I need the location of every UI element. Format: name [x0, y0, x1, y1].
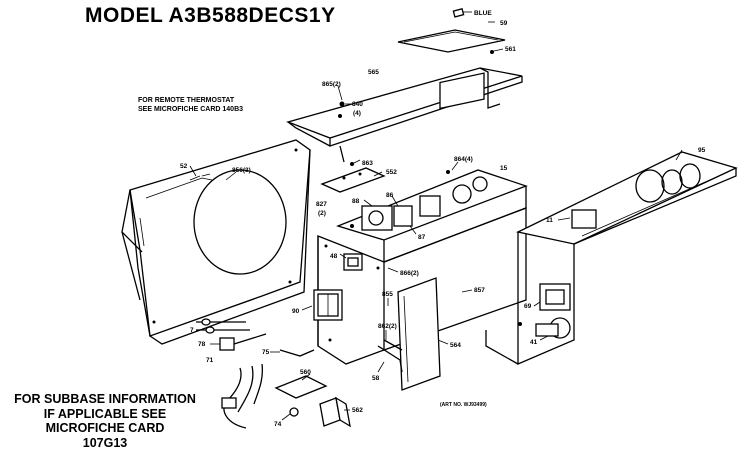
callout-15: 15: [500, 165, 508, 172]
callout-865-2: 865(2): [322, 81, 341, 88]
remote-thermostat-note-line1: FOR REMOTE THERMOSTAT: [138, 97, 235, 104]
callout-75: 75: [262, 349, 270, 356]
subbase-note: FOR SUBBASE INFORMATION IF APPLICABLE SE…: [0, 392, 210, 450]
callout-864-4: 864(4): [454, 156, 473, 163]
callout-52: 52: [180, 163, 188, 170]
subbase-note-line1: FOR SUBBASE INFORMATION: [14, 392, 196, 406]
plate-part-560: [274, 375, 328, 399]
part-callouts: BLUE 59 561 565 865(2) 840 (4) 52 856(3)…: [180, 10, 706, 428]
callout-862-2: 862(2): [378, 323, 397, 330]
cover-panel-part-59: [397, 8, 506, 54]
callout-562: 562: [352, 407, 363, 414]
callout-87: 87: [418, 234, 426, 241]
callout-565: 565: [368, 69, 379, 76]
callout-41: 41: [530, 339, 538, 346]
base-pan-assembly: [485, 151, 738, 365]
fastener-part-69: [289, 407, 299, 417]
callout-78: 78: [198, 341, 206, 348]
subbase-note-line2: IF APPLICABLE SEE: [43, 406, 167, 421]
access-cover-part-564: [397, 277, 441, 391]
callout-95: 95: [698, 147, 706, 154]
callout-blue: BLUE: [474, 10, 492, 17]
remote-thermostat-note: FOR REMOTE THERMOSTAT SEE MICROFICHE CAR…: [138, 96, 243, 114]
callout-561: 561: [505, 46, 516, 53]
callout-86: 86: [386, 192, 394, 199]
callout-863: 863: [362, 160, 373, 167]
subbase-note-line3: MICROFICHE CARD: [45, 421, 165, 435]
callout-855: 855: [382, 291, 393, 298]
art-number: (ART NO. WJ93499): [440, 402, 487, 408]
subbase-note-line4: 107G13: [82, 435, 128, 450]
callout-74: 74: [274, 421, 282, 428]
leader-lines: [189, 85, 683, 421]
capacitor-part-90: [313, 289, 343, 321]
callout-827: 827: [316, 201, 327, 208]
callout-840-qty: (4): [353, 110, 361, 117]
remote-thermostat-note-line2: SEE MICROFICHE CARD 140B3: [138, 106, 244, 113]
callout-840: 840: [352, 101, 363, 108]
callout-58: 58: [372, 375, 380, 382]
relay-part-48: [343, 253, 363, 271]
bracket-part-58: [377, 339, 403, 373]
callout-11: 11: [546, 217, 553, 224]
power-cord-part-74: [221, 363, 264, 429]
callout-560: 560: [300, 369, 311, 376]
callout-48: 48: [330, 253, 338, 260]
callout-827-qty: (2): [318, 210, 326, 217]
callout-866-2: 866(2): [400, 270, 419, 277]
callout-856-3: 856(3): [232, 167, 251, 174]
callout-59: 59: [500, 20, 508, 27]
plate-part-552: [320, 162, 386, 193]
callout-7: 7: [190, 327, 194, 334]
callout-88: 88: [352, 198, 360, 205]
callout-69: 69: [524, 303, 532, 310]
callout-857: 857: [474, 287, 485, 294]
callout-90: 90: [292, 308, 300, 315]
callout-71: 71: [206, 357, 214, 364]
fan-shroud-part-52: [121, 139, 311, 345]
callout-564: 564: [450, 342, 461, 349]
bracket-part-562: [319, 396, 351, 428]
callout-552: 552: [386, 169, 397, 176]
model-title: MODEL A3B588DECS1Y: [85, 4, 336, 27]
